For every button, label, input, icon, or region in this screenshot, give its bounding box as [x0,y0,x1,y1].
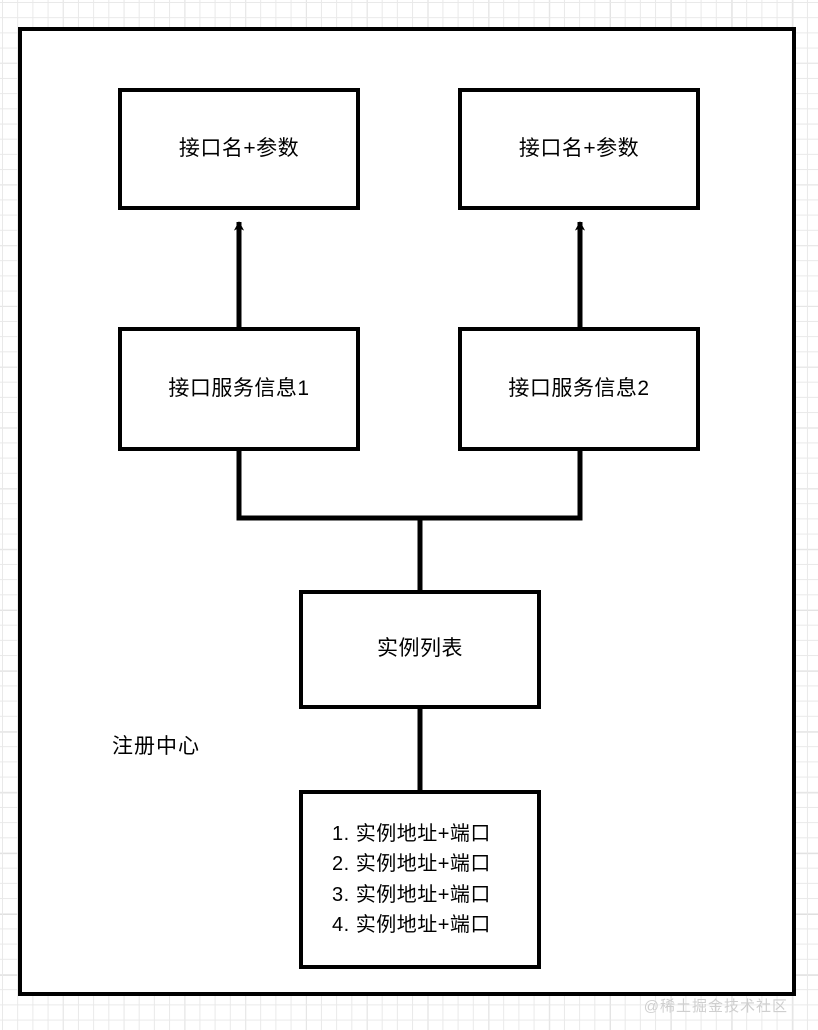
node-label: 接口服务信息1 [168,376,310,400]
node-label: 实例列表 [377,637,463,661]
list-item: 2. 实例地址+端口 [332,853,491,876]
node-label: 接口名+参数 [518,136,640,160]
node-label: 接口名+参数 [178,136,300,160]
watermark-text: @稀土掘金技术社区 [643,998,788,1015]
node-instance-list[interactable]: 实例列表 [299,590,541,709]
node-service-info-2[interactable]: 接口服务信息2 [458,327,700,451]
list-item: 1. 实例地址+端口 [332,822,491,845]
node-service-info-1[interactable]: 接口服务信息1 [118,327,360,451]
node-instance-address-list[interactable]: 1. 实例地址+端口 2. 实例地址+端口 3. 实例地址+端口 4. 实例地址… [299,790,541,969]
list-item: 3. 实例地址+端口 [332,883,491,906]
node-api-name-params-right[interactable]: 接口名+参数 [458,88,700,210]
instance-address-rows: 1. 实例地址+端口 2. 实例地址+端口 3. 实例地址+端口 4. 实例地址… [332,820,491,940]
node-label: 接口服务信息2 [508,376,650,400]
registry-center-label: 注册中心 [112,735,200,758]
list-item: 4. 实例地址+端口 [332,913,491,936]
node-api-name-params-left[interactable]: 接口名+参数 [118,88,360,210]
